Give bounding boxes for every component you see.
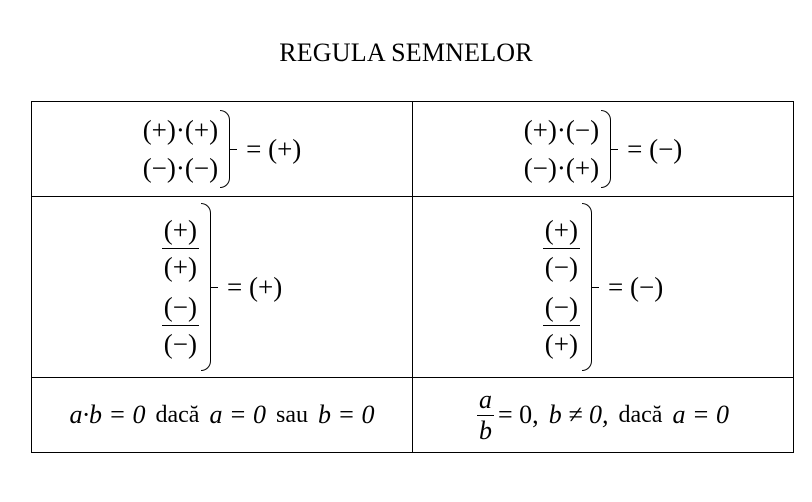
condition-b-nonzero: b ≠ 0, [548,400,609,429]
page-title: REGULA SEMNELOR [279,38,533,67]
word-sau: sau [276,402,308,428]
fraction-bar [477,414,495,416]
fraction: (+) (−) [542,212,581,285]
fraction: a b [477,384,495,446]
condition-b: b = 0 [318,400,375,429]
table-row: (+)·(+) (−)·(−) = (+) (+)·(−) (−)·(+) = … [31,101,794,197]
cell-zero-quotient: a b = 0, b ≠ 0, dacă a = 0 [412,377,794,453]
right-brace [201,203,219,371]
fraction-bar [542,248,581,249]
fraction: (−) (+) [542,289,581,362]
cell-quotient-negative: (+) (−) (−) (+) = (−) [412,196,794,378]
condition-a: a = 0 [209,400,266,429]
cell-product-negative: (+)·(−) (−)·(+) = (−) [412,101,794,197]
result: = (+) [227,271,283,302]
fraction-bar [161,325,200,326]
zero-product-formula: a·b = 0 [69,400,146,429]
product-line: (+)·(−) [523,115,600,145]
numerator: (−) [544,292,579,322]
right-brace [220,110,238,188]
product-line: (−)·(+) [523,153,600,183]
result: = (−) [627,133,683,164]
equals-zero: = 0, [498,400,539,429]
cell-quotient-positive: (+) (+) (−) (−) = (+) [31,196,413,378]
table-row: a·b = 0 dacă a = 0 sau b = 0 a b = 0, [31,377,794,453]
result: = (+) [246,133,302,164]
denominator: b [479,415,493,445]
fraction: (+) (+) [161,212,200,285]
word-daca: dacă [618,402,663,428]
numerator: (+) [163,215,198,245]
sign-rules-table: (+)·(+) (−)·(−) = (+) (+)·(−) (−)·(+) = … [31,101,794,453]
fraction-bar [161,248,200,249]
numerator: (+) [544,215,579,245]
fraction: (−) (−) [161,289,200,362]
result: = (−) [608,271,664,302]
right-brace [601,110,619,188]
word-daca: dacă [155,402,200,428]
right-brace [582,203,600,371]
denominator: (+) [163,252,198,282]
product-line: (−)·(−) [142,153,219,183]
fraction-bar [542,325,581,326]
product-line: (+)·(+) [142,115,219,145]
denominator: (+) [544,329,579,359]
numerator: (−) [163,292,198,322]
cell-zero-product: a·b = 0 dacă a = 0 sau b = 0 [31,377,413,453]
cell-product-positive: (+)·(+) (−)·(−) = (+) [31,101,413,197]
numerator: a [479,384,493,414]
condition-a: a = 0 [672,400,729,429]
denominator: (−) [163,329,198,359]
denominator: (−) [544,252,579,282]
table-row: (+) (+) (−) (−) = (+) ( [31,196,794,378]
